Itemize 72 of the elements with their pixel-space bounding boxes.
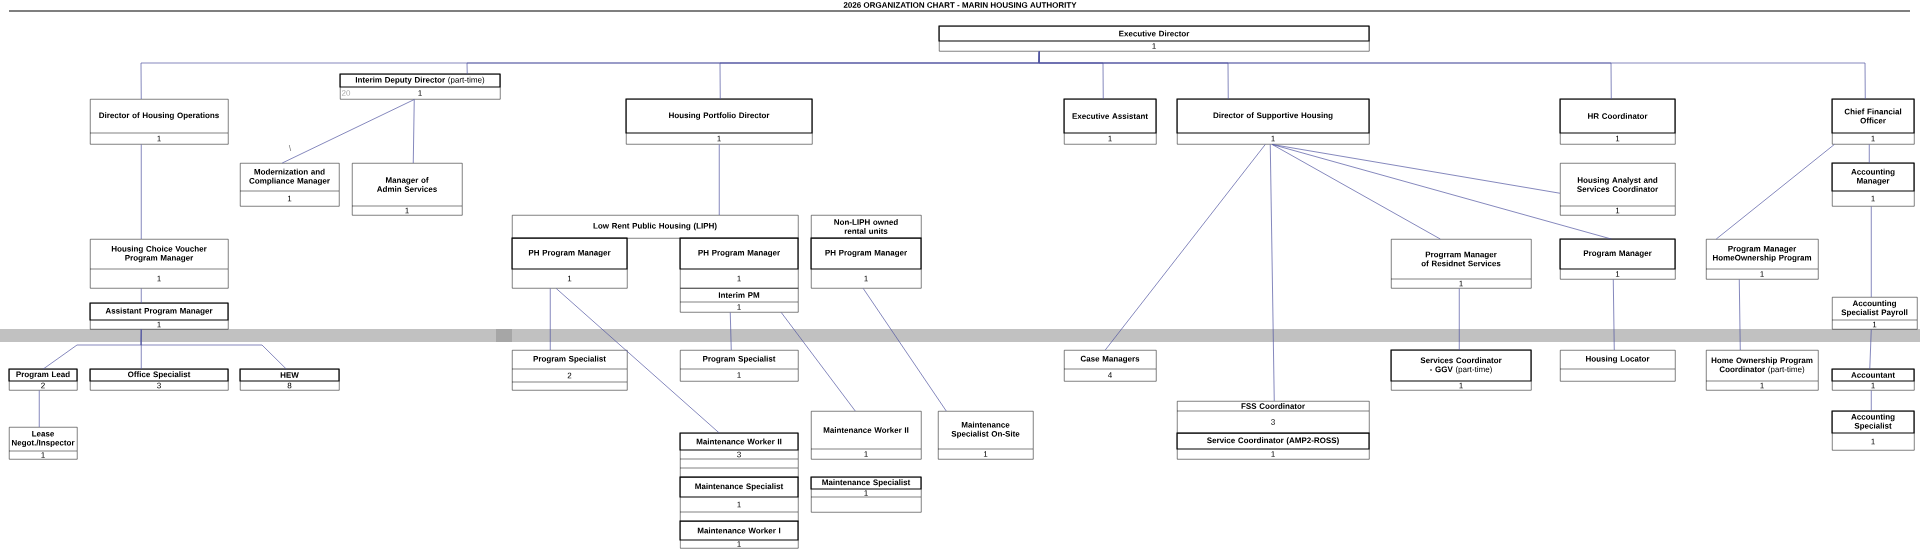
position-box: Housing Locator <box>1559 350 1676 382</box>
connector-line <box>1104 144 1266 351</box>
connector-line <box>1870 390 1872 412</box>
position-box: Program Specialist 2 <box>511 350 628 391</box>
connector-line <box>1870 206 1872 298</box>
position-box: Maintenance Worker II 3 <box>679 432 799 478</box>
connector-line <box>1038 51 1866 100</box>
position-box: Housing Analyst and Services Coordinator 1 <box>1559 163 1676 216</box>
position-box: Accountant 1 <box>1831 368 1915 391</box>
position-box: Director of Housing Operations 1 <box>89 99 229 145</box>
connector-line <box>1868 144 1870 164</box>
position-box: Lease Negot./Inspector 1 <box>8 427 78 460</box>
position-box: PH Program Manager 1 <box>679 237 799 289</box>
position-box: Housing Choice Voucher Program Manager 1 <box>89 239 229 289</box>
position-box: PH Program Manager 1 <box>511 237 628 289</box>
position-box: Director of Supportive Housing 1 <box>1176 98 1370 145</box>
stray-number: 20 <box>341 90 351 96</box>
position-box: Program Manager 1 <box>1559 238 1676 280</box>
connector-line <box>412 99 415 164</box>
connector-line <box>1458 288 1460 351</box>
connector-line <box>1269 144 1275 402</box>
position-box: Executive Director 1 <box>938 25 1370 52</box>
position-box: Assistant Program Manager 1 <box>89 302 229 330</box>
position-box: Maintenance Worker II 1 <box>810 411 922 460</box>
position-box: Low Rent Public Housing (LIPH) <box>512 215 799 239</box>
position-box: Housing Portfolio Director 1 <box>625 98 813 145</box>
connector-line <box>1271 144 1561 194</box>
position-box: Progrram Manager of Residnet Services 1 <box>1390 239 1532 289</box>
position-box: HEW 8 <box>239 368 340 391</box>
position-box: Office Specialist 3 <box>89 368 229 391</box>
connector-line <box>1271 144 1441 240</box>
position-box: Manager of Admin Services 1 <box>351 163 463 216</box>
position-box: FSS Coordinator 3 <box>1176 401 1370 434</box>
position-box: Services Coordinator - GGV (part-time) 1 <box>1390 349 1532 391</box>
position-box: Non-LIPH owned rental units <box>811 215 922 239</box>
connector-line <box>1869 329 1872 370</box>
position-box: Accounting Specialist Payroll 1 <box>1831 297 1918 330</box>
stray-mark: \ <box>288 145 292 151</box>
position-box: Maintenance Worker I 1 <box>679 520 799 549</box>
connector-line <box>1738 279 1741 351</box>
position-box: Accounting Specialist 1 <box>1831 410 1915 451</box>
position-box: Case Managers 4 <box>1063 350 1157 382</box>
connector-line <box>729 312 732 351</box>
position-box: PH Program Manager 1 <box>810 237 922 289</box>
connector-line <box>140 288 142 304</box>
position-box: HR Coordinator 1 <box>1559 98 1676 145</box>
connector-line <box>718 144 720 216</box>
position-box: Home Ownership Program Coordinator (part-time) 1 <box>1705 350 1819 391</box>
position-box: Chief Financial Officer 1 <box>1831 98 1915 145</box>
position-box: Maintenance Specialist 1 <box>810 476 922 513</box>
chart-title: 2026 ORGANIZATION CHART - MARIN HOUSING AUTHORITY <box>843 2 1077 8</box>
position-box: Maintenance Specialist On-Site 1 <box>937 411 1034 460</box>
position-box: Program Specialist 1 <box>679 350 799 382</box>
connector-line <box>1612 279 1615 351</box>
connector-line <box>281 99 415 164</box>
connector-line <box>140 144 142 240</box>
position-box: Service Coordinator (AMP2-ROSS) 1 <box>1176 432 1370 460</box>
position-box: Accounting Manager 1 <box>1831 162 1915 207</box>
connector-line <box>1715 144 1835 240</box>
connector-line <box>549 288 551 351</box>
position-box: Program Lead 2 <box>8 368 78 391</box>
position-box: Modernization and Compliance Manager 1 <box>239 163 340 207</box>
connector-line <box>555 288 720 434</box>
connector-line <box>780 312 856 412</box>
connector-line <box>38 390 40 428</box>
connector-line <box>140 329 287 370</box>
position-box: Program Manager HomeOwnership Program 1 <box>1705 239 1819 280</box>
connector-line <box>1271 144 1612 240</box>
position-box: Interim PM 1 <box>679 288 799 313</box>
connector-line <box>862 288 947 412</box>
position-box: Executive Assistant 1 <box>1063 98 1157 145</box>
position-box: Maintenance Specialist 1 <box>679 476 799 522</box>
